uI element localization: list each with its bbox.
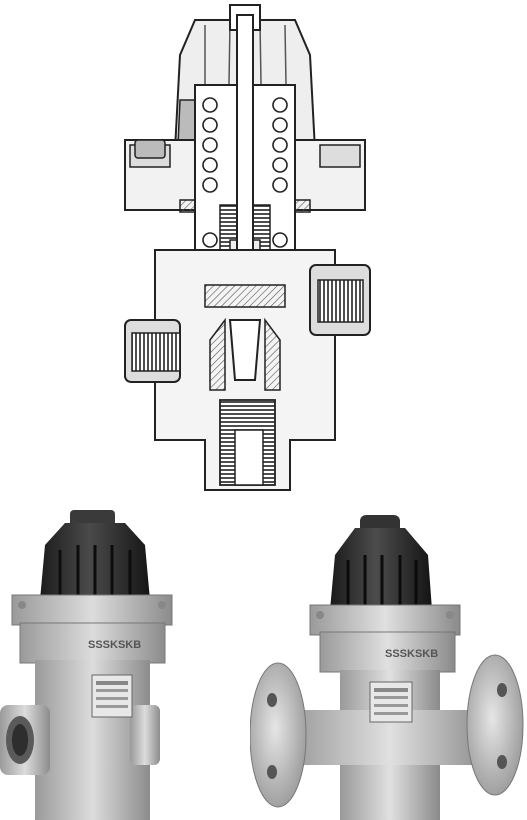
cutaway-svg <box>124 4 371 491</box>
body-marking: SSSKSKB <box>88 639 141 651</box>
valve-cutaway-drawing <box>110 0 380 495</box>
threaded-valve-photo: SSSKSKB <box>0 505 185 820</box>
threaded-valve-svg: SSSKSKB <box>0 510 173 820</box>
flanged-valve-svg: SSSKSKB <box>250 515 524 820</box>
body-marking: SSSKSKB <box>385 648 438 660</box>
flanged-valve-photo: SSSKSKB <box>250 510 525 820</box>
